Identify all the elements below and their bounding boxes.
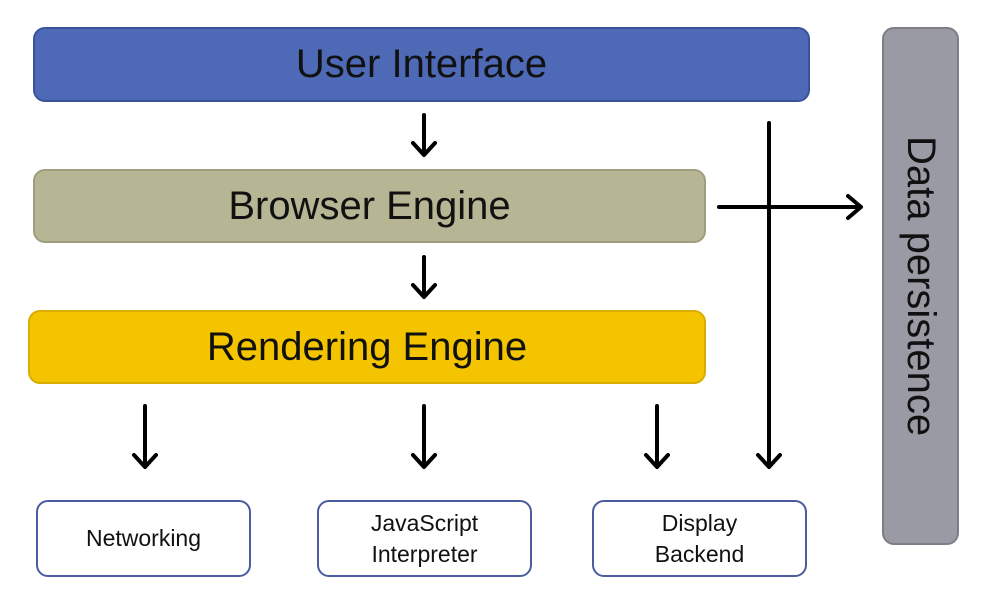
arrow-rendering-to-display	[644, 404, 670, 469]
arrow-browser-to-data-persistence	[717, 194, 863, 220]
arrow-ui-to-display	[756, 121, 782, 469]
arrow-rendering-to-javascript	[411, 404, 437, 469]
user-interface-box: User Interface	[33, 27, 810, 102]
javascript-interpreter-label-line-2: Interpreter	[371, 540, 478, 567]
rendering-engine-box: Rendering Engine	[28, 310, 706, 384]
display-backend-label-line-2: Backend	[654, 540, 745, 567]
arrow-rendering-to-networking	[132, 404, 158, 469]
javascript-interpreter-label-line-1: JavaScript	[370, 509, 479, 536]
data-persistence-box: Data persistence	[882, 27, 959, 545]
user-interface-label: User Interface	[295, 42, 548, 86]
browser-engine-box: Browser Engine	[33, 169, 706, 243]
data-persistence-label: Data persistence	[899, 135, 943, 437]
arrow-browser-to-rendering	[411, 255, 437, 299]
browser-engine-label: Browser Engine	[228, 183, 511, 228]
rendering-engine-label: Rendering Engine	[206, 324, 528, 369]
display-backend-box: Display Backend	[592, 500, 807, 577]
display-backend-label-line-1: Display	[661, 509, 738, 536]
arrow-ui-to-browser	[411, 113, 437, 157]
networking-box: Networking	[36, 500, 251, 577]
javascript-interpreter-box: JavaScript Interpreter	[317, 500, 532, 577]
networking-label: Networking	[85, 525, 202, 551]
